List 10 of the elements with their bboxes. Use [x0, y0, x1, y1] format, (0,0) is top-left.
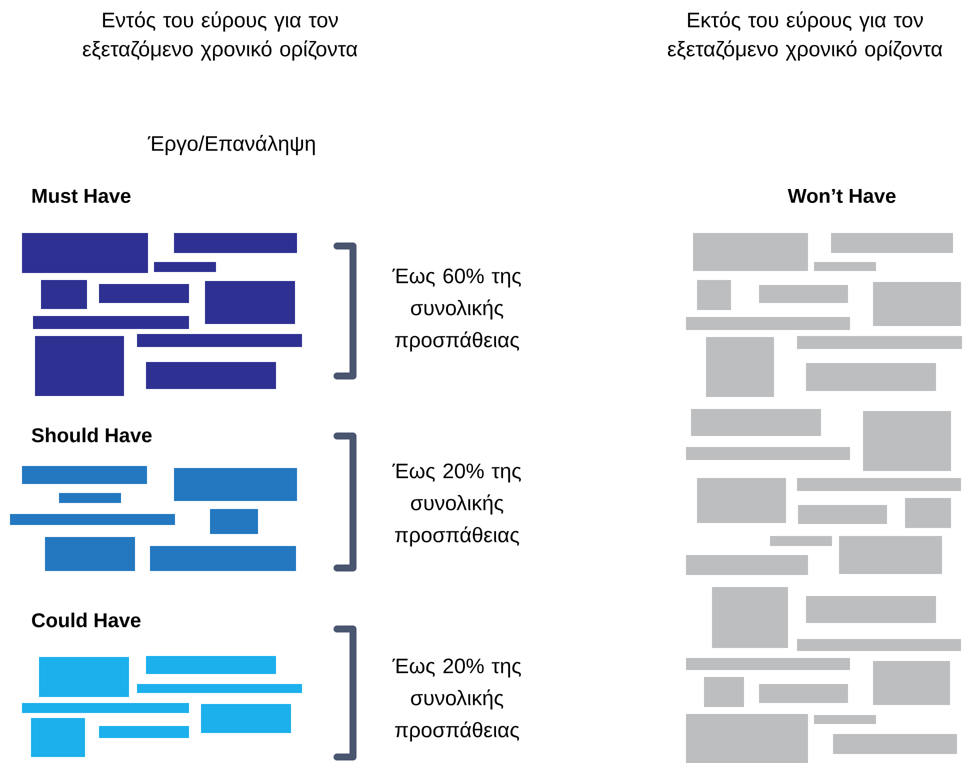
header-text: Εκτός του εύρους για τον εξεταζόμενο χρονικό ορίζοντα [668, 11, 942, 61]
section-heading: Should Have [32, 428, 152, 442]
effort-label: Έως 20% της συνολικής προσπάθειας [392, 464, 521, 547]
section-heading: Could Have [32, 612, 141, 628]
effort-label: Έως 60% της συνολικής προσπάθειας [392, 268, 521, 352]
heading-text: Έργο/Επανάληψη [148, 134, 315, 156]
header-text: Εντός του εύρους για τον εξεταζόμενο χρονικό ορίζοντα [82, 11, 358, 61]
effort-label: Έως 20% της συνολικής προσπάθειας [392, 658, 521, 742]
section-heading: Must Have [32, 189, 131, 203]
section-heading: Won’t Have [788, 189, 896, 203]
